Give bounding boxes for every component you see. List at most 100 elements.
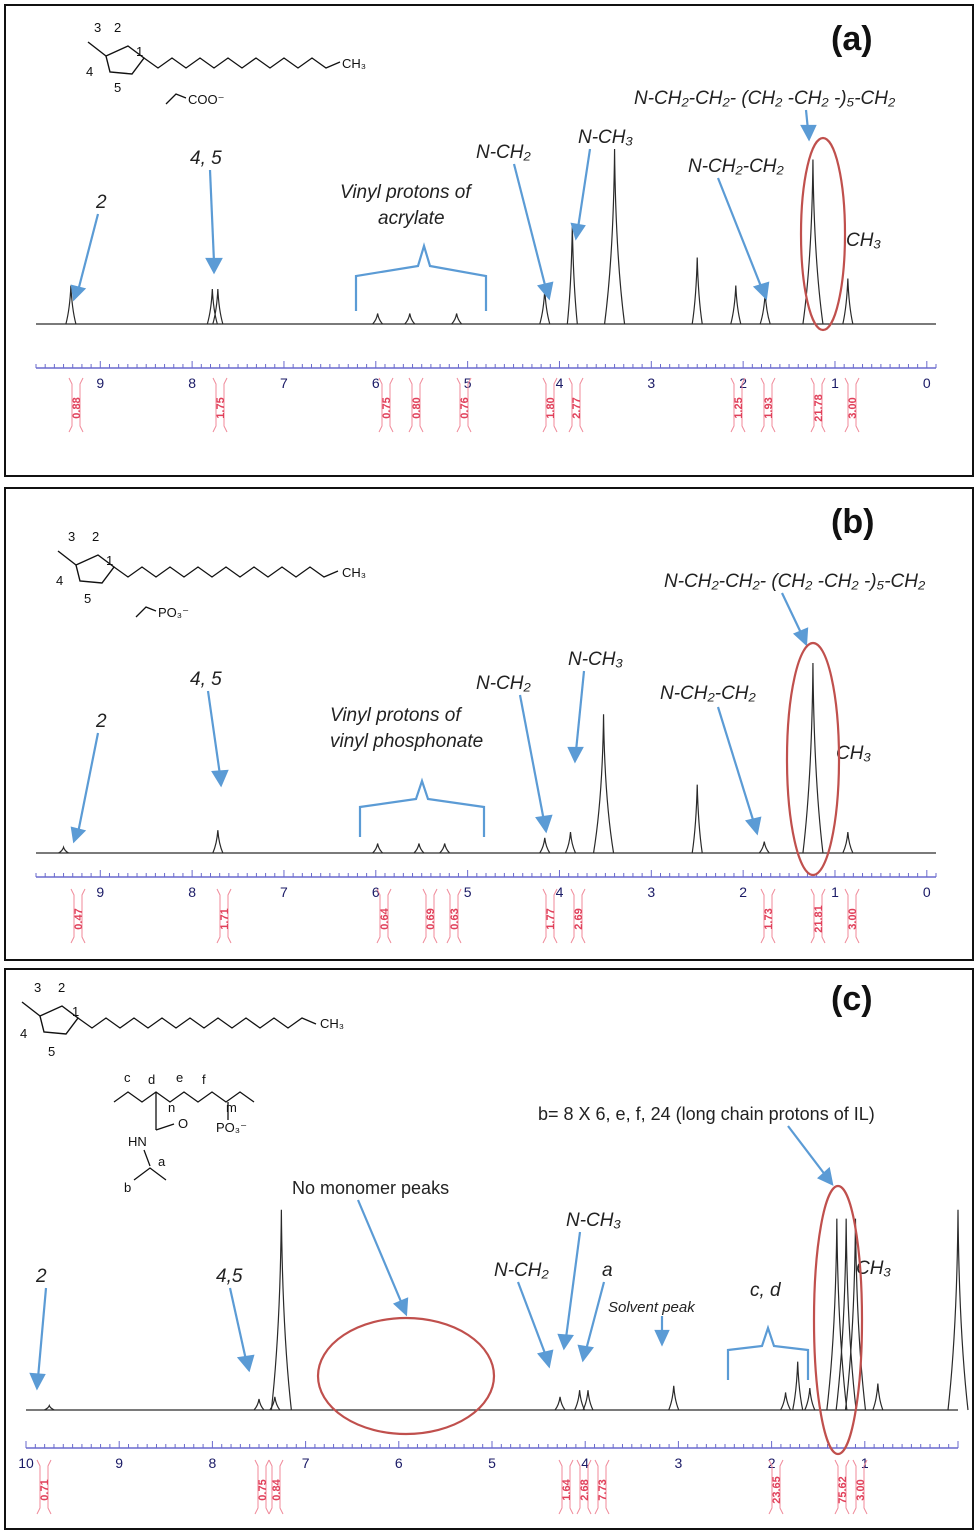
panel-label-a: (a) xyxy=(831,20,873,58)
integral-bracket xyxy=(844,377,860,433)
svg-text:3: 3 xyxy=(94,20,101,35)
label-vinyl-line1-b: Vinyl protons of xyxy=(330,705,462,726)
integral-value: 21.78 xyxy=(813,394,825,422)
integral-bracket xyxy=(558,1459,574,1515)
tick-label: 1 xyxy=(831,375,839,391)
anion-label-b: PO₃⁻ xyxy=(158,605,189,620)
no-monomer-circle-c xyxy=(316,1316,496,1436)
label-h45-a: 4, 5 xyxy=(190,148,222,169)
peak xyxy=(253,1398,265,1411)
integral-bracket xyxy=(212,377,228,433)
peak xyxy=(802,159,824,325)
svg-text:5: 5 xyxy=(48,1044,55,1059)
integral-bracket xyxy=(810,377,826,433)
svg-text:3: 3 xyxy=(34,980,41,995)
label-nch3-b: N-CH₃ xyxy=(568,649,623,670)
spectrum-trace-b xyxy=(36,662,936,854)
peak xyxy=(691,257,703,325)
tick-label: 9 xyxy=(96,884,104,900)
integral-value: 1.25 xyxy=(733,397,745,418)
svg-text:2: 2 xyxy=(58,980,65,995)
svg-text:1: 1 xyxy=(136,44,143,59)
integral-bracket xyxy=(768,1459,784,1515)
panel-label-c: (c) xyxy=(831,980,873,1018)
tick-label: 10 xyxy=(18,1455,34,1471)
tick-label: 8 xyxy=(188,884,196,900)
integral-bracket xyxy=(254,1459,270,1515)
svg-text:f: f xyxy=(202,1072,206,1087)
svg-text:m: m xyxy=(226,1100,237,1115)
peak xyxy=(404,313,416,325)
integral-value: 2.68 xyxy=(579,1479,591,1500)
peak xyxy=(212,288,224,325)
annotation-arrows-a xyxy=(70,109,817,311)
peak xyxy=(413,843,425,854)
peak xyxy=(592,714,615,854)
integral-value: 0.75 xyxy=(381,397,393,418)
integral-bracket xyxy=(216,888,232,944)
tick-label: 4 xyxy=(556,884,564,900)
label-h2-a: 2 xyxy=(95,192,107,213)
label-chain-b: N-CH₂-CH₂- (CH₂ -CH₂ -)₅-CH₂ xyxy=(664,571,926,592)
integral-bracket xyxy=(810,888,826,944)
integral-bracket xyxy=(70,888,86,944)
peak xyxy=(554,1396,566,1411)
integral-bracket xyxy=(542,377,558,433)
highlight-circle-b xyxy=(785,641,841,877)
svg-text:1: 1 xyxy=(72,1004,79,1019)
svg-text:CH₃: CH₃ xyxy=(342,56,366,71)
peak xyxy=(44,1403,55,1411)
integral-value: 1.71 xyxy=(219,908,231,929)
tick-label: 6 xyxy=(395,1455,403,1471)
peak xyxy=(780,1392,792,1411)
tick-label: 5 xyxy=(464,884,472,900)
integral-value: 0.84 xyxy=(271,1478,283,1500)
svg-text:2: 2 xyxy=(92,529,99,544)
label-vinyl-line2-b: vinyl phosphonate xyxy=(330,731,483,752)
integral-bracket xyxy=(376,888,392,944)
peak xyxy=(691,784,703,854)
integral-value: 7.73 xyxy=(597,1479,609,1500)
annotation-arrows-c xyxy=(29,1125,834,1391)
peak xyxy=(539,837,551,854)
tick-label: 8 xyxy=(209,1455,217,1471)
label-nch3-c: N-CH₃ xyxy=(566,1210,621,1231)
integral-bracket xyxy=(760,888,776,944)
svg-text:n: n xyxy=(168,1100,175,1115)
integral-value: 0.63 xyxy=(449,908,461,929)
label-no-monomer-c: No monomer peaks xyxy=(292,1178,449,1198)
integral-bracket xyxy=(378,377,394,433)
tick-label: 0 xyxy=(923,884,931,900)
svg-text:4: 4 xyxy=(20,1026,27,1041)
label-h45-b: 4, 5 xyxy=(190,669,222,690)
peak xyxy=(439,843,451,854)
panel-label-b: (b) xyxy=(831,503,874,541)
label-h45-c: 4,5 xyxy=(216,1266,243,1287)
label-cd-c: c, d xyxy=(750,1280,782,1301)
integral-bracket xyxy=(408,377,424,433)
tick-label: 7 xyxy=(302,1455,310,1471)
peak xyxy=(566,225,578,325)
integral-value: 1.64 xyxy=(561,1478,573,1500)
svg-text:5: 5 xyxy=(84,591,91,606)
label-vinyl-line1-a: Vinyl protons of xyxy=(340,182,472,203)
peak xyxy=(758,841,770,854)
integral-bracket xyxy=(36,1459,52,1515)
integral-bracket xyxy=(852,1459,868,1515)
tick-label: 3 xyxy=(647,375,655,391)
integral-value: 0.75 xyxy=(257,1479,269,1500)
label-h2-b: 2 xyxy=(95,711,107,732)
svg-text:O: O xyxy=(178,1116,188,1131)
integral-value: 3.00 xyxy=(847,908,859,929)
integral-bracket xyxy=(446,888,462,944)
tick-label: 5 xyxy=(464,375,472,391)
tick-label: 7 xyxy=(280,884,288,900)
tick-label: 4 xyxy=(581,1455,589,1471)
integral-bracket xyxy=(456,377,472,433)
peak xyxy=(372,313,384,325)
peak xyxy=(582,1390,594,1411)
tick-label: 8 xyxy=(188,375,196,391)
